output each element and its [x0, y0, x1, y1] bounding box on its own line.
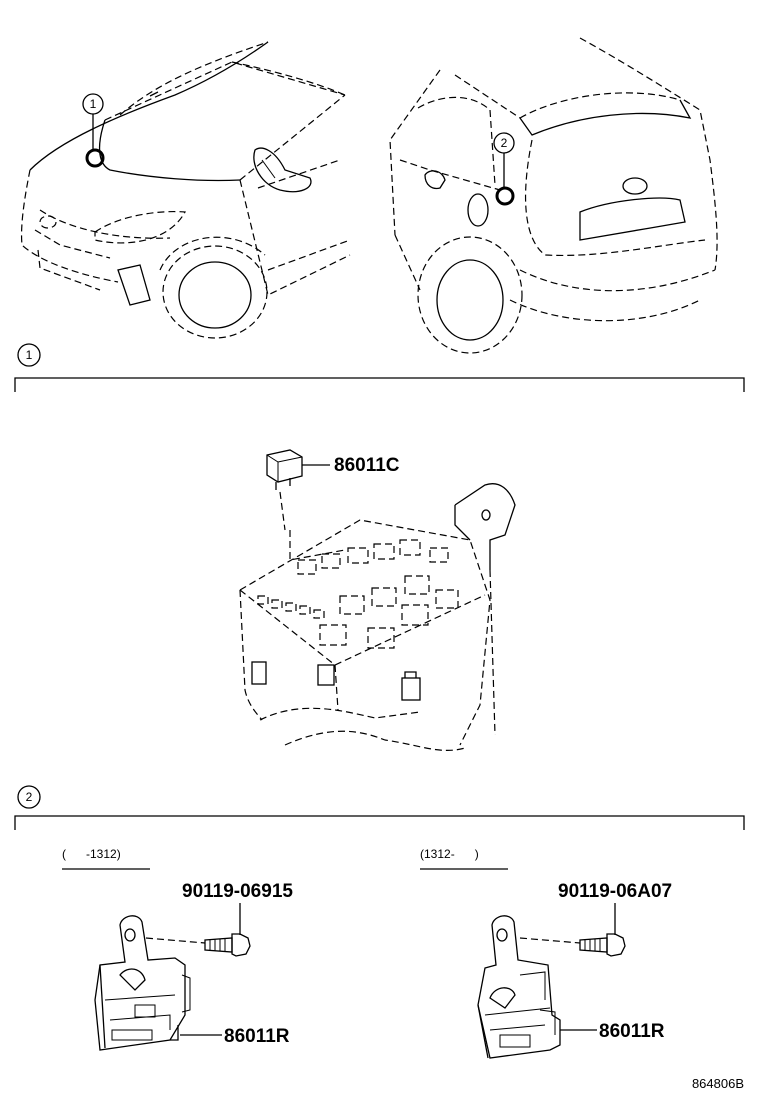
- section1-marker-circle: [17, 343, 41, 367]
- rear-callout-number: 2: [501, 136, 508, 150]
- right-sensor-part-number: 86011R: [599, 1021, 665, 1042]
- relay-part-number: 86011C: [334, 455, 400, 476]
- right-sensor-86011R: [477, 915, 561, 1059]
- section2-marker-circle: [17, 785, 41, 809]
- right-bolt: [579, 933, 626, 957]
- junction-block: [239, 483, 516, 751]
- rear-car-illustration: 2: [389, 37, 718, 354]
- right-variant: (1312- ) 90119-06A07: [420, 847, 672, 1059]
- left-variant: ( -1312) 90119-06915: [62, 847, 293, 1051]
- left-bolt-part-number: 90119-06915: [182, 881, 293, 902]
- section-1: 1 86011C: [14, 343, 745, 751]
- section-2: 2 ( -1312) 90119-06915: [14, 785, 745, 1059]
- drawing-code: 864806B: [692, 1076, 744, 1091]
- right-period-label: (1312- ): [420, 847, 479, 861]
- front-callout-number: 1: [90, 97, 97, 111]
- section2-marker-number: 2: [26, 790, 33, 804]
- right-bolt-part-number: 90119-06A07: [558, 881, 672, 902]
- rear-location-marker: [495, 186, 515, 206]
- front-car-illustration: 1: [20, 41, 351, 339]
- section1-marker-number: 1: [26, 348, 33, 362]
- left-period-label: ( -1312): [62, 847, 121, 861]
- section1-bracket: [14, 377, 745, 392]
- left-sensor-86011R: [94, 915, 191, 1051]
- front-location-marker: [85, 148, 105, 168]
- relay-86011C: 86011C: [266, 449, 400, 531]
- left-sensor-part-number: 86011R: [224, 1026, 290, 1047]
- section2-bracket: [14, 815, 745, 830]
- left-bolt: [204, 933, 251, 957]
